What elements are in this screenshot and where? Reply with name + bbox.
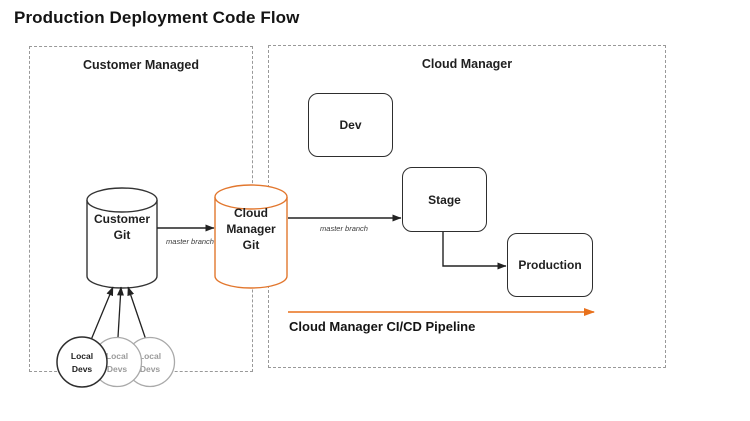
local-devs-circle-2-label-line1: Local — [106, 351, 128, 361]
node-production: Production — [507, 233, 593, 297]
edge-label-master-branch-2: master branch — [320, 224, 368, 233]
region-customer-managed-label: Customer Managed — [83, 58, 199, 72]
page-title: Production Deployment Code Flow — [14, 8, 300, 27]
local-devs-circle-1-label-line1: Local — [71, 351, 93, 361]
arrow-stage-to-production — [442, 232, 507, 270]
node-production-label: Production — [518, 258, 582, 272]
customer-git-cylinder — [86, 187, 158, 289]
node-stage: Stage — [402, 167, 487, 232]
pipeline-label: Cloud Manager CI/CD Pipeline — [289, 319, 476, 334]
customer-git-label-line1: Customer — [93, 212, 150, 226]
node-dev: Dev — [308, 93, 393, 157]
customer-git-label: Customer Git — [87, 212, 157, 244]
node-stage-label: Stage — [428, 192, 461, 207]
arrows-local-devs-to-customer-git — [90, 286, 147, 341]
local-devs-circle-3-label-line2: Devs — [140, 364, 161, 374]
cloud-manager-git-label-line1: Cloud — [234, 206, 268, 220]
node-dev-label: Dev — [339, 118, 362, 132]
edge-label-master-branch-1: master branch — [166, 237, 214, 246]
local-devs-circle-1: Local Devs — [56, 336, 108, 388]
cloud-manager-git-label-line2: Manager — [226, 221, 276, 236]
cloud-manager-git-cylinder — [214, 184, 288, 289]
customer-git-label-line2: Git — [113, 227, 131, 242]
local-devs-circle-2-label-line2: Devs — [107, 364, 128, 374]
cloud-manager-git-label: Cloud Manager Git — [215, 206, 287, 254]
local-devs-circle-1-label-line2: Devs — [72, 364, 93, 374]
cloud-manager-git-label-line3: Git — [242, 237, 260, 252]
local-devs-circle-3-label-line1: Local — [139, 351, 161, 361]
region-cloud-manager-label: Cloud Manager — [421, 57, 513, 71]
